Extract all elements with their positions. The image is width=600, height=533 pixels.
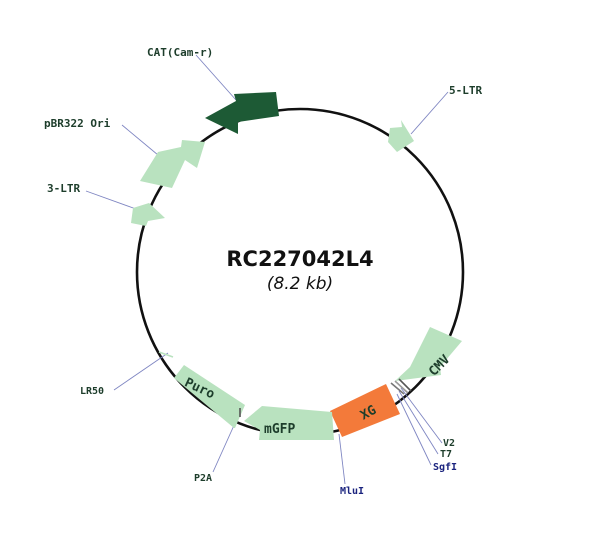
plasmid-size: (8.2 kb) — [267, 274, 333, 294]
cat-leader — [195, 54, 237, 101]
mlui-leader — [338, 433, 346, 485]
p2a-label: P2A — [194, 473, 212, 484]
plasmid-name: RC227042L4 — [226, 247, 373, 271]
cat-arrow-shape — [205, 92, 279, 134]
sgfi-leader — [396, 393, 432, 466]
lr50-tick — [158, 351, 174, 358]
cat-label: CAT(Cam-r) — [147, 46, 213, 59]
ltr3-label: 3-LTR — [47, 182, 80, 195]
t7-tick — [394, 380, 409, 394]
leader-lines — [85, 54, 449, 485]
cmv-arrow-shape — [395, 327, 462, 381]
v2-leader — [400, 387, 443, 444]
t7-label: T7 — [440, 449, 452, 460]
ltr5-leader — [410, 91, 449, 135]
mgfp-label: mGFP — [264, 422, 295, 437]
mgfp-arrow-shape — [244, 406, 334, 440]
ori-arrow-shape — [140, 140, 205, 188]
sgfi-tick — [398, 378, 412, 392]
lr50-label: LR50 — [80, 386, 104, 397]
ori-leader — [121, 124, 159, 156]
sgfi-label: SgfI — [433, 462, 457, 473]
ltr5-arrow-shape — [388, 120, 414, 152]
xg-block-shape — [330, 384, 400, 437]
site-ticks — [158, 351, 412, 417]
ltr3-leader — [85, 190, 137, 210]
puro-arrow-shape — [174, 365, 245, 428]
ltr5-label: 5-LTR — [449, 84, 482, 97]
xg-label: XG — [358, 403, 379, 424]
ltr3-arrow-shape — [131, 203, 165, 226]
v2-tick — [390, 382, 405, 395]
v2-label: V2 — [443, 438, 455, 449]
ori-label: pBR322 Ori — [44, 117, 111, 130]
lr50-leader — [113, 352, 169, 391]
t7-leader — [398, 390, 439, 455]
mlui-label: MluI — [340, 486, 364, 497]
